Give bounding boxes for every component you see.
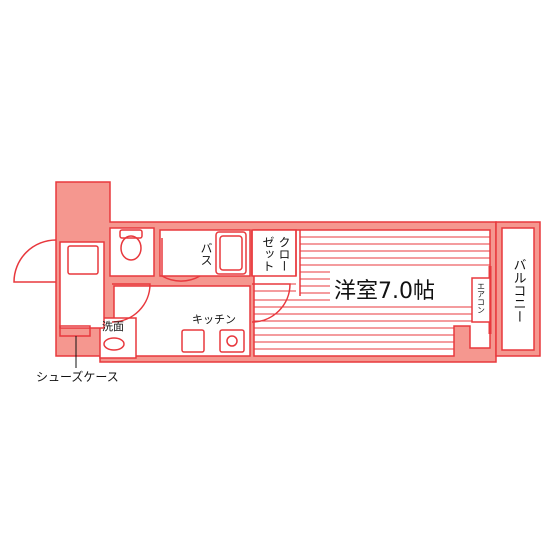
shoe-case-label: シューズケース — [36, 369, 119, 384]
entrance-door-icon — [13, 239, 57, 283]
kitchen-label: キッチン — [192, 313, 236, 326]
room-door-icon — [251, 283, 291, 323]
kitchen-sink-icon — [181, 329, 205, 353]
aircon-unit-icon — [471, 277, 491, 323]
balcony-inner — [501, 227, 535, 351]
bathtub-icon — [215, 231, 247, 275]
closet-label-line2: ゼット — [261, 236, 275, 272]
bathtub-inner — [219, 235, 243, 271]
bath-area — [159, 229, 251, 277]
fixtures — [59, 229, 247, 353]
stove-icon — [219, 329, 245, 353]
washroom-label: 洗面 — [102, 320, 124, 333]
aircon-label: エアコン — [477, 282, 486, 314]
shoe-case-icon — [59, 325, 91, 337]
western-room-label: 洋室7.0帖 — [334, 279, 435, 304]
bath-door-icon — [161, 238, 201, 282]
balcony-label: バルコニー — [511, 258, 527, 323]
floor-stripes — [254, 236, 490, 350]
wash-basin-icon — [103, 337, 125, 351]
toilet-bowl-icon — [120, 235, 142, 261]
toilet-tank-icon — [119, 229, 143, 239]
entrance-cabinet-icon — [67, 245, 99, 275]
bath-label: バス — [199, 242, 213, 266]
stove-burner-icon — [226, 335, 238, 347]
toilet-door-icon — [111, 283, 151, 323]
closet-label-line1: クロー — [277, 236, 291, 272]
toilet-area — [109, 227, 155, 277]
